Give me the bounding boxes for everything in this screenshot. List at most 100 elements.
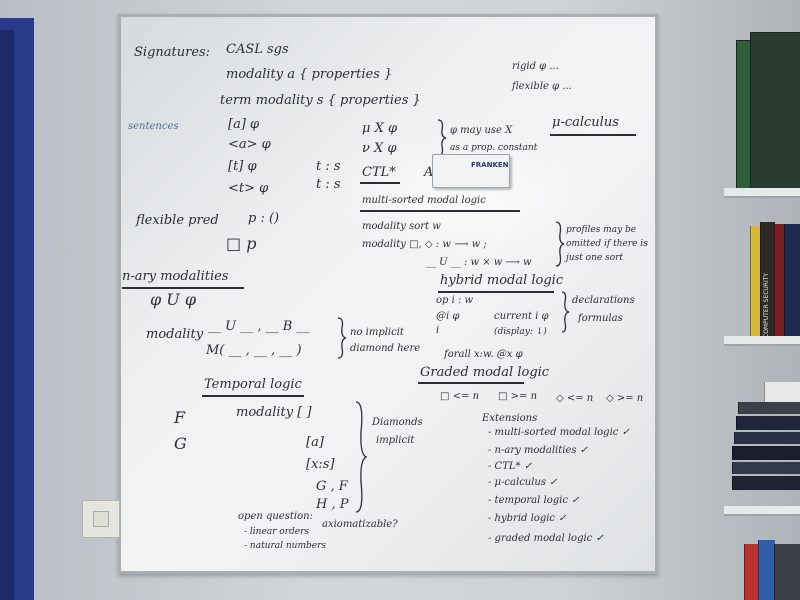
hw-i: i — [436, 325, 440, 336]
book-bottom-red — [744, 544, 759, 600]
hw-rigid: rigid φ ... — [512, 61, 559, 72]
light-switch-rocker — [93, 511, 109, 527]
brace-nary — [337, 317, 347, 359]
hw-implicit: implicit — [376, 435, 415, 446]
underline-nary — [122, 287, 244, 289]
hw-modality-box: modality [ ] — [236, 405, 312, 420]
hw-declarations: declarations — [572, 295, 635, 306]
hw-box-a: [a] φ — [228, 117, 260, 132]
brace-mu — [437, 119, 447, 157]
book-stack-4 — [732, 446, 800, 460]
bookshelf — [724, 30, 800, 600]
hw-ext-mu-calculus: - μ-calculus ✓ — [488, 477, 558, 488]
shelf-bottom — [724, 506, 800, 516]
hw-g-f: G , F — [316, 479, 348, 494]
book-spine-title: COMPUTER SECURITY — [763, 272, 770, 338]
hw-box-t: [t] φ — [228, 159, 257, 174]
hw-profiles: profiles may be — [566, 225, 637, 235]
hw-flexible-pred: flexible pred — [136, 213, 219, 228]
hw-dia-ge-n: ◇ >= n — [606, 393, 644, 404]
hw-box-p: □ p — [226, 234, 257, 253]
light-switch[interactable] — [82, 500, 120, 538]
hw-formulas: formulas — [578, 313, 623, 324]
brace-temporal — [355, 401, 368, 513]
hw-box-ge-n: □ >= n — [498, 391, 538, 402]
underline-temporal — [202, 395, 304, 397]
hw-natural-numbers: - natural numbers — [244, 541, 327, 551]
hw-dia-le-n: ◇ <= n — [556, 393, 594, 404]
hw-axiomatizable: axiomatizable? — [322, 519, 398, 530]
hw-casl-sgs: CASL sgs — [226, 42, 289, 57]
hw-op-i: op i : w — [436, 295, 474, 306]
hw-modality-decl: modality a { properties } — [226, 67, 393, 82]
hw-ext-temporal: - temporal logic ✓ — [488, 495, 580, 506]
hw-box-a-2: [a] — [306, 435, 324, 450]
hw-t-s-1: t : s — [316, 159, 341, 174]
hw-diamond-t: <t> φ — [228, 181, 269, 196]
hw-display: (display: ↓) — [494, 327, 547, 337]
hw-mu-calculus: μ-calculus — [552, 115, 619, 130]
book-stack-1 — [738, 402, 800, 414]
hw-open-question: open question: — [238, 511, 313, 522]
hw-g: G — [174, 434, 187, 453]
hw-temporal-logic: Temporal logic — [204, 377, 302, 392]
book-yellow — [750, 226, 761, 338]
shelf-top — [724, 188, 800, 198]
hw-prop-constant: as a prop. constant — [450, 143, 538, 153]
book-bottom-dark — [774, 544, 800, 600]
hw-diamond-here: diamond here — [350, 343, 421, 354]
book-stack-3 — [734, 432, 800, 444]
hw-linear-orders: - linear orders — [244, 527, 310, 537]
book-bottom-blue — [758, 540, 775, 600]
hw-omitted: omitted if there is — [566, 239, 648, 249]
book-navy — [784, 224, 800, 338]
hw-extensions: Extensions — [482, 413, 538, 424]
hw-until-sorted: __ U __ : w × w ⟶ w — [426, 257, 532, 268]
brace-profiles — [555, 221, 565, 267]
book-stack-5 — [732, 462, 800, 474]
hw-graded-modal-logic: Graded modal logic — [420, 365, 550, 380]
hw-ext-ctl: - CTL* ✓ — [488, 461, 533, 472]
underline-hybrid — [438, 291, 554, 293]
hw-p-unit: p : () — [248, 211, 280, 226]
hw-m-ternary: M( __ , __ , __ ) — [206, 343, 302, 358]
hw-signatures: Signatures: — [134, 45, 211, 60]
hw-mu-x: μ X φ — [362, 121, 398, 136]
book-stack-6 — [732, 476, 800, 490]
hw-no-implicit: no implicit — [350, 327, 404, 338]
hw-f: F — [174, 408, 186, 427]
binder-dark — [750, 32, 800, 192]
hw-hybrid-modal-logic: hybrid modal logic — [440, 273, 564, 288]
book-red — [774, 224, 785, 338]
hw-ctl-star: CTL* — [362, 165, 396, 180]
whiteboard-eraser[interactable]: FRANKEN — [432, 154, 510, 188]
hw-phi-until-phi: φ U φ — [150, 290, 197, 309]
hw-until-before: __ U __ , __ B __ — [208, 319, 310, 334]
hw-nu-x: ν X φ — [362, 141, 397, 156]
hw-may-use-x: φ may use X — [450, 125, 513, 136]
hw-modality-box-diamond: modality □, ◇ : w ⟶ w ; — [362, 239, 487, 250]
underline-multi-sorted — [360, 210, 520, 212]
underline-ctl — [360, 182, 400, 184]
door-frame-shadow — [0, 30, 14, 600]
hw-diamond-a: <a> φ — [228, 137, 271, 152]
book-white-stack — [764, 382, 800, 402]
hw-multi-sorted: multi-sorted modal logic — [362, 195, 486, 206]
hw-box-le-n: □ <= n — [440, 391, 480, 402]
whiteboard — [118, 14, 658, 574]
hw-at-i: @i φ — [436, 311, 460, 322]
underline-graded — [418, 382, 524, 384]
hw-sentences: sentences — [128, 121, 179, 132]
hw-flexible: flexible φ ... — [512, 81, 572, 92]
hw-modality-label: modality — [146, 327, 204, 342]
book-stack-2 — [736, 416, 800, 430]
hw-ext-graded: - graded modal logic ✓ — [488, 533, 604, 544]
hw-modality-sort: modality sort w — [362, 221, 441, 232]
hw-current: current i φ — [494, 311, 549, 322]
underline-mu-calculus — [550, 134, 636, 136]
hw-t-s-2: t : s — [316, 177, 341, 192]
eraser-brand-label: FRANKEN — [471, 161, 509, 169]
hw-ext-multi-sorted: - multi-sorted modal logic ✓ — [488, 427, 630, 438]
hw-forall: forall x:w. @x φ — [444, 349, 523, 360]
hw-nary-modalities: n-ary modalities — [122, 269, 229, 284]
